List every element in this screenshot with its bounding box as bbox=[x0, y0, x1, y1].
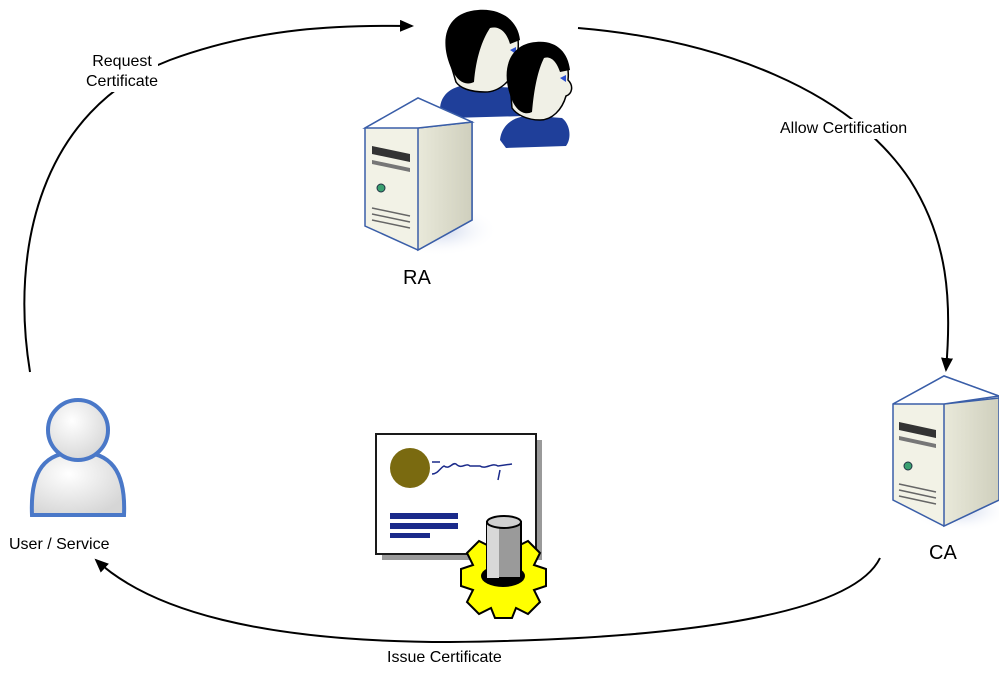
user-service-label: User / Service bbox=[9, 536, 110, 553]
user-icon bbox=[29, 398, 127, 517]
arrow-request-certificate bbox=[23, 19, 414, 373]
gear-icon bbox=[460, 515, 547, 619]
ca-label: CA bbox=[929, 542, 957, 564]
arrow-issue-certificate bbox=[94, 557, 881, 644]
request-label-line1: Request bbox=[92, 53, 152, 70]
request-certificate-label: Request Certificate bbox=[86, 52, 159, 92]
people-icon bbox=[440, 9, 573, 148]
ra-server-icon bbox=[362, 97, 498, 256]
issue-certificate-label: Issue Certificate bbox=[387, 648, 502, 668]
request-label-line2: Certificate bbox=[86, 73, 159, 90]
seal-icon bbox=[390, 448, 430, 488]
ra-label: RA bbox=[403, 267, 431, 289]
arrow-allow-certification bbox=[577, 27, 954, 372]
ca-server-icon bbox=[892, 375, 999, 532]
allow-certification-label: Allow Certification bbox=[780, 119, 908, 139]
